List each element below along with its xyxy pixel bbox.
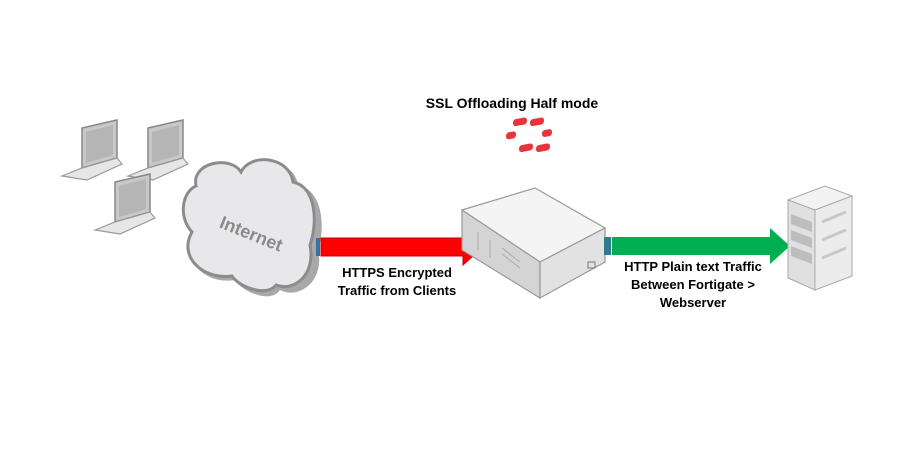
- http-label-line3: Webserver: [659, 295, 727, 310]
- laptop-icon: [127, 119, 189, 181]
- laptop-icon: [94, 173, 156, 235]
- https-traffic-label: HTTPS Encrypted Traffic from Clients: [317, 264, 477, 300]
- http-traffic-label: HTTP Plain text Traffic Between Fortigat…: [608, 258, 778, 312]
- diagram-title: SSL Offloading Half mode: [425, 95, 599, 111]
- https-label-line2: Traffic from Clients: [337, 283, 457, 298]
- internet-cloud-icon: [181, 158, 322, 297]
- fortinet-logo-icon: [506, 117, 552, 153]
- https-label-line1: HTTPS Encrypted: [342, 265, 452, 280]
- http-label-line1: HTTP Plain text Traffic: [624, 259, 762, 274]
- laptop-icon: [61, 119, 123, 181]
- webserver-icon: [786, 185, 854, 291]
- http-arrow: [604, 228, 790, 264]
- http-label-line2: Between Fortigate >: [631, 277, 755, 292]
- https-arrow: [316, 227, 484, 267]
- fortigate-firewall-icon: [460, 117, 607, 300]
